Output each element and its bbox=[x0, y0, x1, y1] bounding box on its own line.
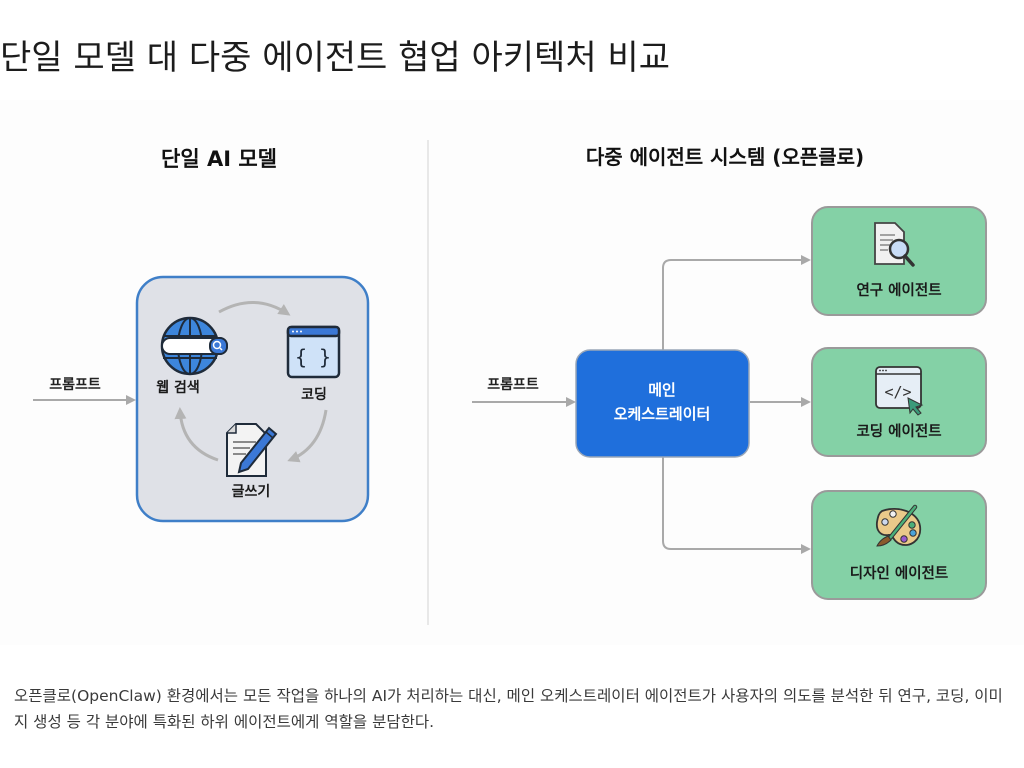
page-title: 단일 모델 대 다중 에이전트 협업 아키텍처 비교 bbox=[0, 38, 670, 78]
right-prompt-label: 프롬프트 bbox=[487, 377, 539, 393]
document-magnifier-icon bbox=[874, 222, 915, 267]
code-window-icon: { } bbox=[286, 325, 341, 379]
cycle-arrow-search-to-code bbox=[218, 301, 291, 316]
svg-text:</>: </> bbox=[884, 383, 911, 401]
architecture-diagram: 단일 AI 모델 프롬프트 웹 검색 { } bbox=[0, 100, 1024, 645]
globe-search-icon bbox=[160, 316, 228, 376]
task-label-coding: 코딩 bbox=[301, 386, 327, 403]
main-orchestrator-box bbox=[575, 349, 750, 458]
task-label-web-search: 웹 검색 bbox=[156, 379, 200, 396]
orchestrator-label-line2: 오케스트레이터 bbox=[614, 405, 711, 423]
single-model-heading: 단일 AI 모델 bbox=[161, 147, 277, 171]
palette-brush-icon bbox=[875, 504, 922, 547]
orchestrator-label-line1: 메인 bbox=[648, 381, 676, 399]
design-agent-box bbox=[811, 490, 987, 600]
code-cursor-icon: </> bbox=[875, 366, 924, 416]
connector-to-design bbox=[662, 457, 811, 554]
task-label-writing: 글쓰기 bbox=[232, 484, 271, 500]
document-pen-icon bbox=[226, 423, 278, 477]
connector-to-research bbox=[662, 255, 811, 350]
svg-text:{ }: { } bbox=[295, 345, 331, 369]
agent-label-research: 연구 에이전트 bbox=[856, 282, 941, 299]
multi-agent-heading: 다중 에이전트 시스템 (오픈클로) bbox=[586, 145, 864, 169]
cycle-arrow-write-to-search bbox=[174, 407, 219, 462]
left-prompt-label: 프롬프트 bbox=[49, 377, 101, 393]
agent-label-coding: 코딩 에이전트 bbox=[856, 423, 941, 440]
figure-caption: 오픈클로(OpenClaw) 환경에서는 모든 작업을 하나의 AI가 처리하는… bbox=[14, 687, 1003, 731]
cycle-arrow-code-to-write bbox=[287, 409, 328, 463]
agent-label-design: 디자인 에이전트 bbox=[850, 564, 948, 582]
